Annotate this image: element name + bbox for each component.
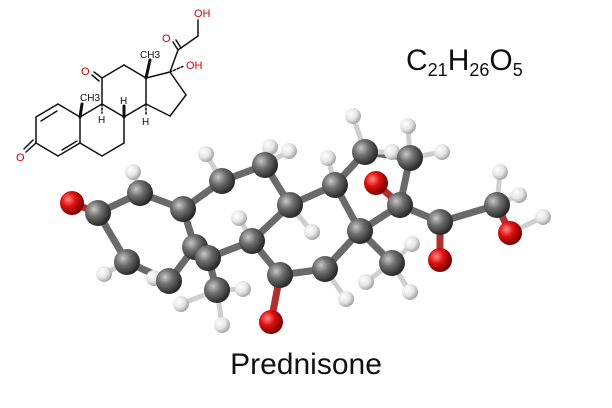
compound-name: Prednisone (230, 348, 382, 381)
formula-c-count: 21 (427, 60, 448, 80)
skeletal-h-c8-label: H (120, 96, 127, 107)
skeletal-h-c14-label: H (142, 117, 149, 128)
formula-c: C (406, 44, 428, 77)
molecular-formula: C21H26O5 (406, 44, 523, 81)
skeletal-ch3-c10-label: CH3 (80, 93, 100, 104)
skeletal-oh-side-label: OH (186, 60, 203, 72)
formula-h-count: 26 (469, 60, 490, 80)
hydrogen-atoms (96, 108, 551, 333)
formula-h: H (447, 44, 470, 77)
skeletal-ch3-c13-label: CH3 (140, 50, 160, 61)
skeletal-o-c3-label: O (16, 152, 25, 164)
skeletal-oh-top-label: OH (194, 8, 211, 20)
skeletal-h-c9-label: H (98, 115, 105, 126)
oxygen-atoms (60, 171, 522, 334)
carbon-atoms (85, 139, 510, 303)
formula-o: O (489, 44, 513, 77)
skeletal-o-top-label: O (162, 33, 171, 45)
skeletal-o-c11-label: O (81, 66, 90, 78)
formula-o-count: 5 (512, 60, 523, 80)
